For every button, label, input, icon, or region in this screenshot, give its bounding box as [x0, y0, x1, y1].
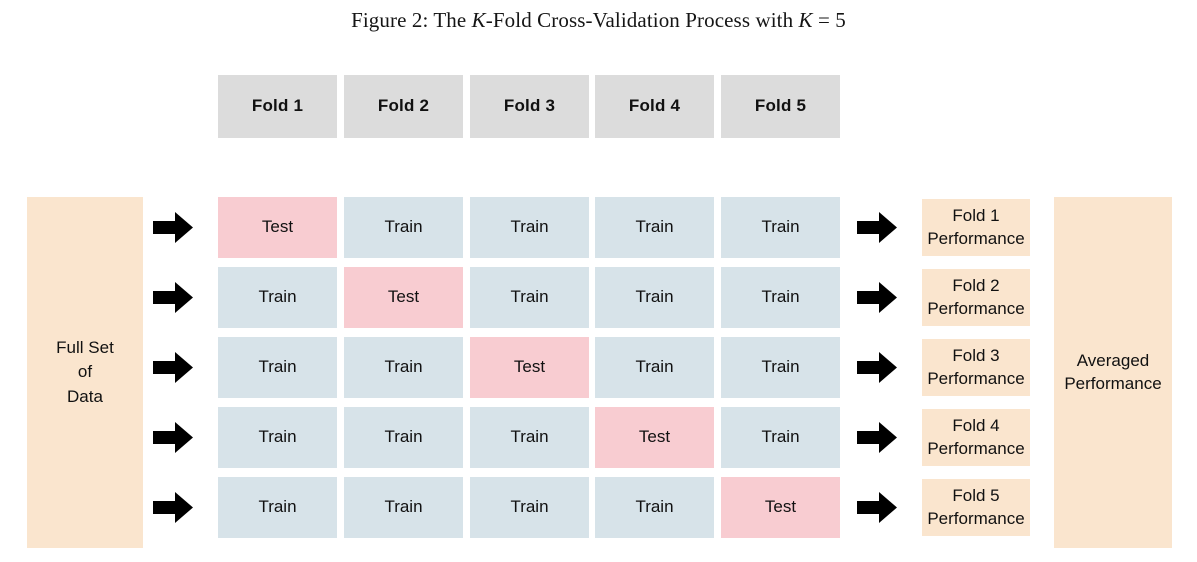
caption-k-second: K	[798, 8, 813, 32]
grid-cell-label: Train	[510, 427, 549, 447]
grid-cell-label: Train	[635, 357, 674, 377]
grid-cell-row1-fold2-train: Train	[344, 197, 463, 258]
fold-performance-line-1: Fold 4	[952, 416, 1000, 436]
grid-cell-label: Train	[258, 497, 297, 517]
caption-middle: -Fold Cross-Validation Process with	[485, 8, 799, 32]
fold-header-label: Fold 1	[251, 96, 304, 116]
full-set-line-1: Full Set	[56, 338, 114, 358]
grid-cell-row2-fold5-train: Train	[721, 267, 840, 328]
averaged-performance-line-1: Averaged	[1076, 351, 1150, 371]
grid-cell-row3-fold4-train: Train	[595, 337, 714, 398]
grid-cell-row1-fold5-train: Train	[721, 197, 840, 258]
grid-cell-row5-fold3-train: Train	[470, 477, 589, 538]
grid-cell-label: Train	[761, 287, 800, 307]
grid-cell-row3-fold3-test: Test	[470, 337, 589, 398]
caption-suffix: = 5	[812, 8, 846, 32]
grid-cell-label: Train	[761, 357, 800, 377]
fold-header-label: Fold 3	[503, 96, 556, 116]
caption-prefix: Figure 2: The	[351, 8, 472, 32]
averaged-performance-line-2: Performance	[1064, 373, 1162, 393]
full-set-line-3: Data	[67, 386, 103, 406]
grid-cell-label: Train	[258, 427, 297, 447]
arrow-right-icon-left-row1	[153, 210, 193, 245]
grid-cell-label: Train	[384, 217, 423, 237]
full-set-of-data-block: Full Set of Data	[27, 197, 143, 548]
grid-cell-label: Train	[761, 217, 800, 237]
fold-performance-line-1: Fold 1	[952, 206, 1000, 226]
grid-cell-label: Train	[510, 497, 549, 517]
fold-header-label: Fold 5	[754, 96, 807, 116]
grid-cell-row1-fold1-test: Test	[218, 197, 337, 258]
grid-cell-row5-fold5-test: Test	[721, 477, 840, 538]
arrow-right-icon-left-row3	[153, 350, 193, 385]
arrow-right-icon-right-row3	[857, 350, 897, 385]
arrow-right-icon-left-row4	[153, 420, 193, 455]
fold-performance-line-2: Performance	[927, 508, 1025, 528]
grid-cell-label: Train	[761, 427, 800, 447]
grid-cell-label: Train	[510, 217, 549, 237]
fold-header-label: Fold 4	[628, 96, 681, 116]
grid-cell-row3-fold5-train: Train	[721, 337, 840, 398]
grid-cell-label: Train	[258, 287, 297, 307]
grid-cell-row5-fold4-train: Train	[595, 477, 714, 538]
averaged-performance-block: Averaged Performance	[1054, 197, 1172, 548]
grid-cell-label: Test	[513, 357, 546, 377]
grid-cell-label: Train	[635, 497, 674, 517]
fold-header-4: Fold 4	[595, 75, 714, 138]
grid-cell-label: Train	[384, 497, 423, 517]
grid-cell-row2-fold2-test: Test	[344, 267, 463, 328]
grid-cell-row4-fold2-train: Train	[344, 407, 463, 468]
fold-performance-line-1: Fold 3	[952, 346, 1000, 366]
fold-performance-line-2: Performance	[927, 228, 1025, 248]
fold-performance-line-2: Performance	[927, 438, 1025, 458]
grid-cell-row3-fold2-train: Train	[344, 337, 463, 398]
grid-cell-label: Train	[384, 357, 423, 377]
fold-header-label: Fold 2	[377, 96, 430, 116]
arrow-right-icon-right-row5	[857, 490, 897, 525]
grid-cell-label: Train	[258, 357, 297, 377]
grid-cell-row5-fold2-train: Train	[344, 477, 463, 538]
fold-performance-line-2: Performance	[927, 298, 1025, 318]
grid-cell-label: Test	[387, 287, 420, 307]
arrow-right-icon-right-row2	[857, 280, 897, 315]
grid-cell-label: Train	[635, 287, 674, 307]
fold-performance-line-2: Performance	[927, 368, 1025, 388]
grid-cell-label: Train	[510, 287, 549, 307]
grid-cell-row2-fold4-train: Train	[595, 267, 714, 328]
grid-cell-row4-fold4-test: Test	[595, 407, 714, 468]
grid-cell-label: Train	[384, 427, 423, 447]
grid-cell-row1-fold3-train: Train	[470, 197, 589, 258]
arrow-right-icon-left-row2	[153, 280, 193, 315]
arrow-right-icon-right-row1	[857, 210, 897, 245]
arrow-right-icon-right-row4	[857, 420, 897, 455]
grid-cell-row5-fold1-train: Train	[218, 477, 337, 538]
grid-cell-label: Test	[764, 497, 797, 517]
fold-performance-line-1: Fold 5	[952, 486, 1000, 506]
arrow-right-icon-left-row5	[153, 490, 193, 525]
fold-performance-line-1: Fold 2	[952, 276, 1000, 296]
grid-cell-row2-fold1-train: Train	[218, 267, 337, 328]
grid-cell-row4-fold3-train: Train	[470, 407, 589, 468]
full-set-line-2: of	[77, 362, 93, 382]
grid-cell-label: Test	[261, 217, 294, 237]
fold-header-3: Fold 3	[470, 75, 589, 138]
fold-header-1: Fold 1	[218, 75, 337, 138]
grid-cell-label: Train	[635, 217, 674, 237]
grid-cell-label: Test	[638, 427, 671, 447]
grid-cell-row2-fold3-train: Train	[470, 267, 589, 328]
fold-header-2: Fold 2	[344, 75, 463, 138]
caption-k-first: K	[471, 8, 486, 32]
fold-header-5: Fold 5	[721, 75, 840, 138]
grid-cell-row1-fold4-train: Train	[595, 197, 714, 258]
grid-cell-row4-fold1-train: Train	[218, 407, 337, 468]
figure-caption: Figure 2: The K-Fold Cross-Validation Pr…	[0, 8, 1197, 33]
grid-cell-row4-fold5-train: Train	[721, 407, 840, 468]
grid-cell-row3-fold1-train: Train	[218, 337, 337, 398]
